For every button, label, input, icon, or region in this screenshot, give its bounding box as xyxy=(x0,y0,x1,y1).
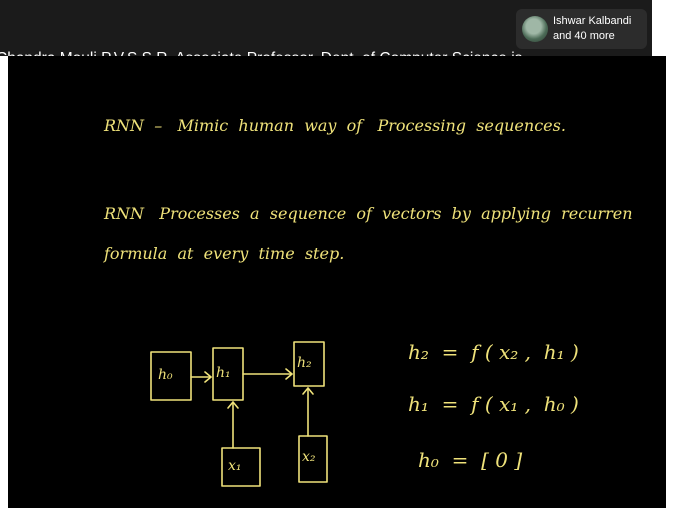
avatar xyxy=(522,16,548,42)
whiteboard-line-3: formula at every time step. xyxy=(104,244,345,263)
node-h0-box xyxy=(150,351,192,401)
whiteboard-line-2: RNN Processes a sequence of vectors by a… xyxy=(104,204,633,223)
equation-h0: h₀ = [ 0 ] xyxy=(418,448,523,472)
participant-count: and 40 more xyxy=(553,30,615,42)
node-h2-box xyxy=(293,341,325,387)
participants-chip[interactable]: Ishwar Kalbandi and 40 more xyxy=(516,9,647,49)
node-h1-label: h₁ xyxy=(216,365,231,381)
node-x2-label: x₂ xyxy=(302,449,316,465)
rnn-diagram xyxy=(150,341,328,487)
whiteboard-line-1: RNN – Mimic human way of Processing sequ… xyxy=(104,116,566,135)
node-h0-label: h₀ xyxy=(158,367,173,383)
meeting-header: Chandra Mouli P.V.S.S.R, Associate Profe… xyxy=(0,0,678,133)
whiteboard-canvas: RNN – Mimic human way of Processing sequ… xyxy=(8,56,666,508)
equation-h1: h₁ = f ( x₁ , h₀ ) xyxy=(408,392,579,416)
participants-text: Ishwar Kalbandi and 40 more xyxy=(553,14,631,44)
node-h2-label: h₂ xyxy=(297,355,312,371)
node-x1-box xyxy=(221,447,261,487)
equation-h2: h₂ = f ( x₂ , h₁ ) xyxy=(408,340,579,364)
participant-name: Ishwar Kalbandi xyxy=(553,15,632,27)
node-x1-label: x₁ xyxy=(228,458,242,474)
node-x2-box xyxy=(298,435,328,483)
